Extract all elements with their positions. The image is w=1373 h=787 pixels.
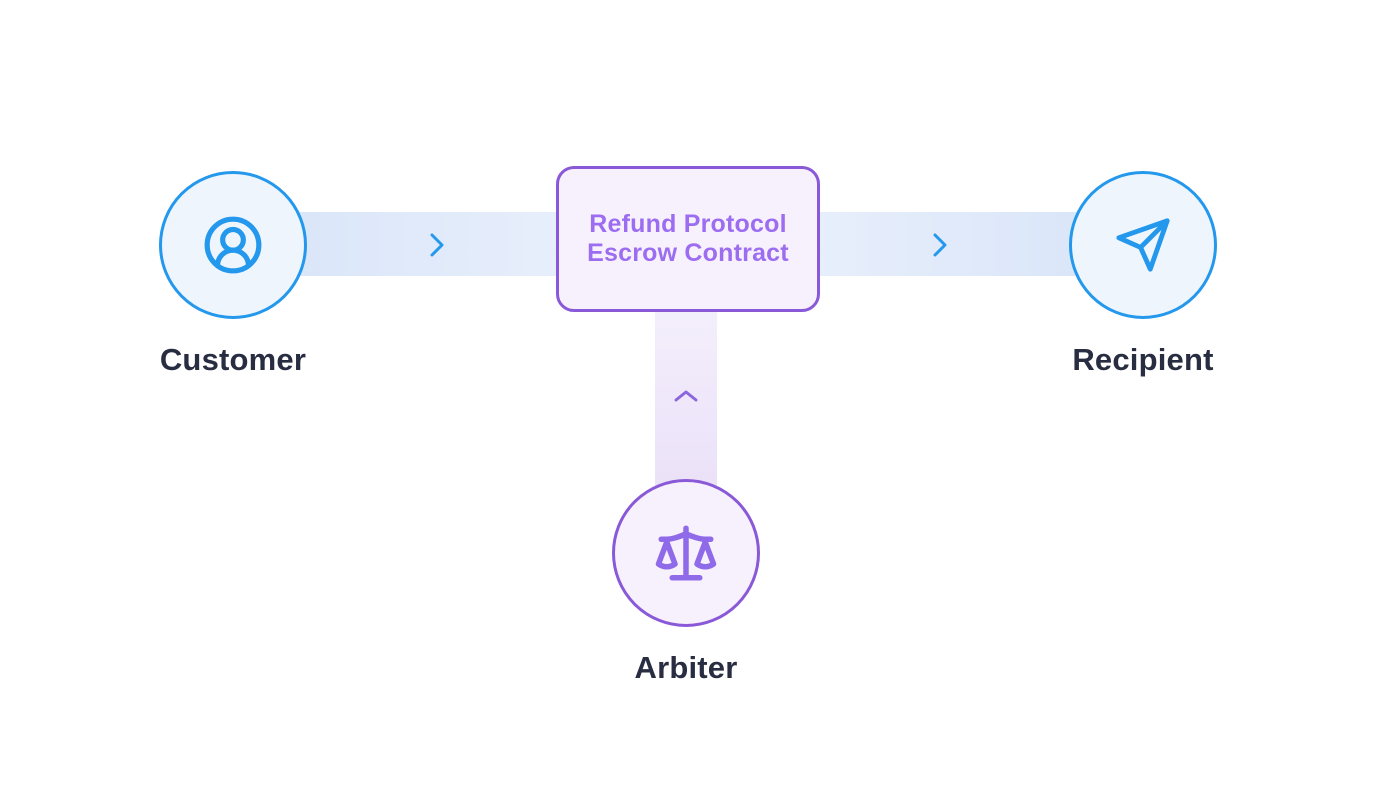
user-icon (204, 216, 262, 274)
customer-label: Customer (159, 342, 307, 377)
contract-box-line1: Refund Protocol (589, 210, 787, 238)
chevron-right-icon (427, 231, 447, 259)
escrow-contract-box: Refund Protocol Escrow Contract (556, 166, 820, 312)
recipient-label: Recipient (1072, 342, 1214, 377)
arbiter-node (612, 479, 760, 627)
chevron-up-icon (672, 388, 700, 404)
arbiter-label: Arbiter (634, 650, 738, 685)
recipient-node (1069, 171, 1217, 319)
scale-icon (655, 525, 717, 581)
chevron-right-icon (930, 231, 950, 259)
contract-box-line2: Escrow Contract (587, 239, 789, 267)
customer-node (159, 171, 307, 319)
send-icon (1116, 218, 1170, 272)
